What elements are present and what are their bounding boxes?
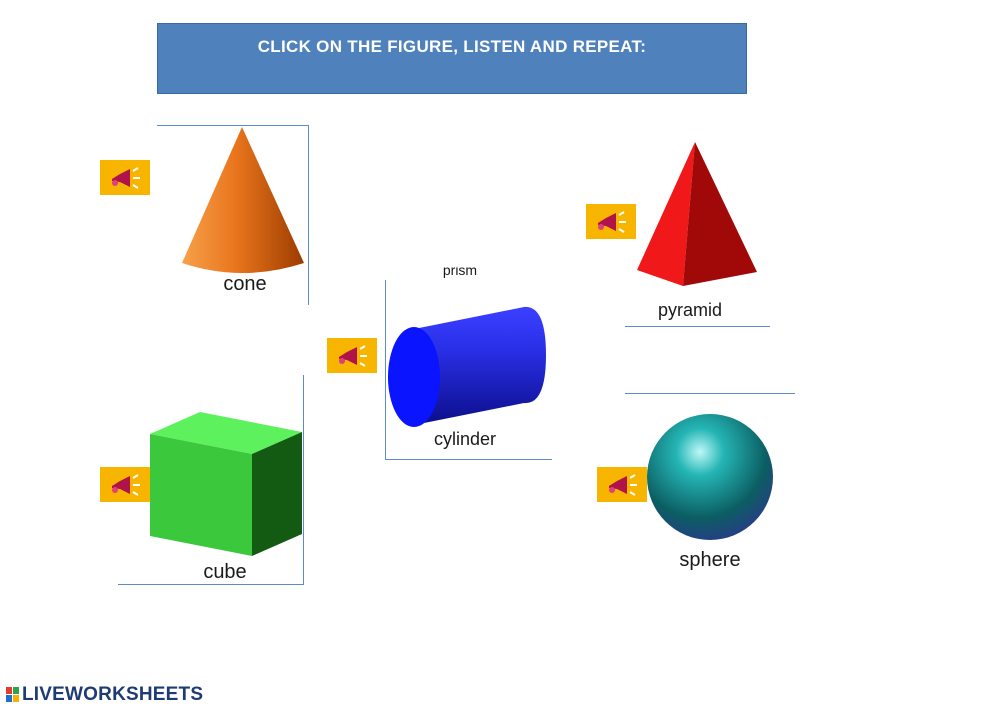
cube-label: cube (203, 561, 247, 583)
audio-button-cube[interactable] (100, 467, 150, 502)
liveworksheets-logo: LIVEWORKSHEETS (6, 684, 203, 706)
speaker-icon (339, 344, 367, 367)
sphere-figure[interactable] (645, 412, 775, 542)
cone-figure[interactable] (180, 125, 308, 273)
sphere-label: sphere (679, 549, 741, 571)
speaker-icon (598, 210, 626, 233)
pyramid-label: pyramid (657, 300, 723, 320)
cylinder-cut-label: prism (442, 266, 478, 278)
audio-button-sphere[interactable] (597, 467, 647, 502)
speaker-icon (609, 473, 637, 496)
cylinder-figure[interactable] (388, 305, 548, 431)
cube-figure[interactable] (148, 410, 304, 558)
pyramid-divider (625, 326, 770, 327)
instruction-banner: CLICK ON THE FIGURE, LISTEN AND REPEAT: (157, 23, 747, 94)
cylinder-label: cylinder (433, 429, 497, 449)
cone-label: cone (223, 273, 267, 295)
cone-frame (157, 125, 309, 305)
cube-frame (118, 375, 304, 585)
brand-name: LIVEWORKSHEETS (22, 684, 204, 705)
pyramid-figure[interactable] (635, 140, 759, 288)
instruction-text: CLICK ON THE FIGURE, LISTEN AND REPEAT: (257, 37, 647, 56)
audio-button-pyramid[interactable] (586, 204, 636, 239)
speaker-icon (112, 473, 140, 496)
cylinder-frame (385, 280, 552, 460)
speaker-icon (112, 166, 140, 189)
audio-button-cone[interactable] (100, 160, 150, 195)
liveworksheets-logo-icon (6, 687, 19, 702)
sphere-divider (625, 393, 795, 394)
audio-button-cylinder[interactable] (327, 338, 377, 373)
